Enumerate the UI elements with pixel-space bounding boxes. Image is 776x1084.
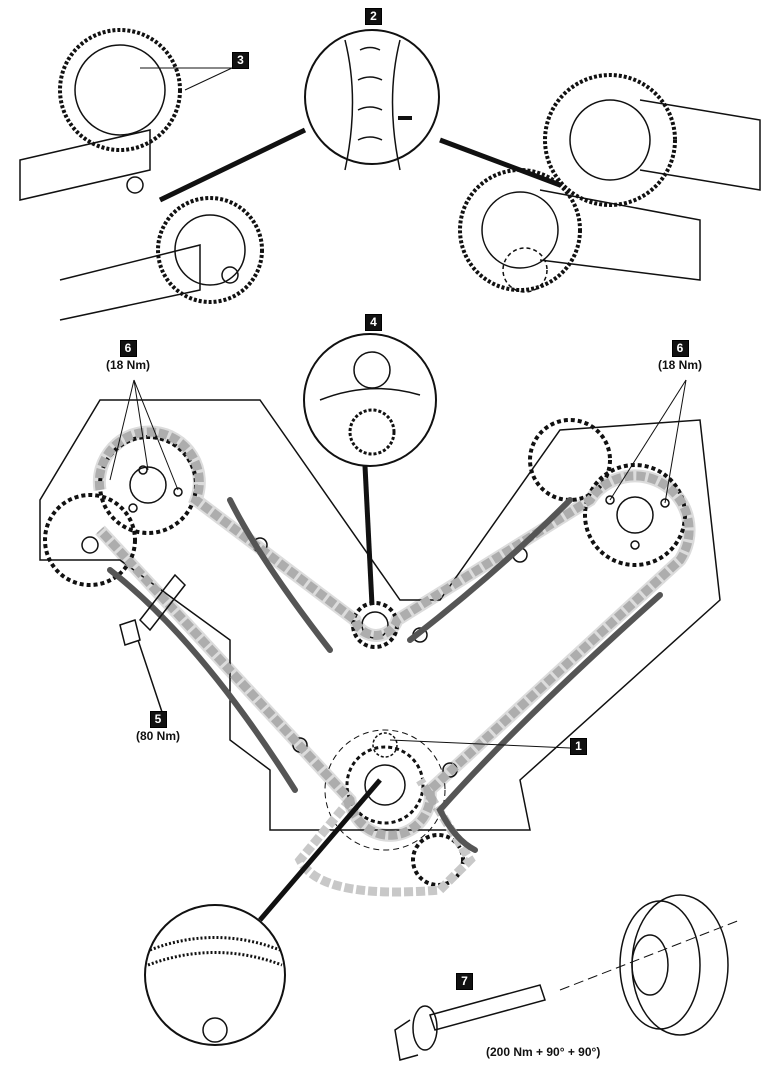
callout-2: 2 bbox=[365, 8, 382, 25]
chain-guides bbox=[107, 497, 663, 853]
callout-1: 1 bbox=[570, 738, 587, 755]
crankshaft-bolt bbox=[394, 984, 546, 1061]
callout-4: 4 bbox=[365, 314, 382, 331]
callout-7: 7 bbox=[456, 973, 473, 990]
crank-mark-magnifier bbox=[144, 778, 382, 1046]
chain-mark-magnifier bbox=[158, 29, 561, 203]
tensioner-magnifier bbox=[303, 333, 437, 606]
callout-3: 3 bbox=[232, 52, 249, 69]
callout-7-torque: (200 Nm + 90° + 90°) bbox=[486, 1045, 601, 1059]
callout-5: 5(80 Nm) bbox=[136, 711, 181, 743]
left-camshaft-detail bbox=[19, 28, 264, 321]
right-camshaft-detail bbox=[458, 73, 761, 293]
callout-6-right: 6(18 Nm) bbox=[658, 340, 703, 372]
tensioner-bolt bbox=[119, 573, 186, 713]
crankshaft-pulley bbox=[559, 894, 741, 1036]
callout-6-left: 6(18 Nm) bbox=[106, 340, 151, 372]
